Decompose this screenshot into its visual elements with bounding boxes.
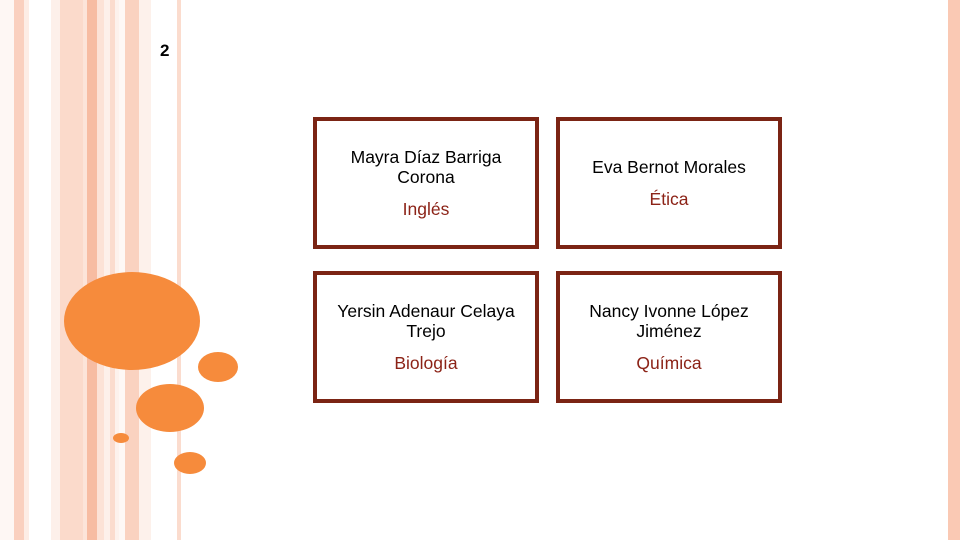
decorative-stripe-11	[115, 0, 119, 540]
teacher-subject: Biología	[394, 352, 458, 373]
decorative-stripe-3	[29, 0, 51, 540]
decorative-stripe-7	[87, 0, 97, 540]
decorative-stripe-8	[97, 0, 104, 540]
teacher-subject: Química	[636, 352, 702, 373]
teacher-name: Yersin Adenaur Celaya Trejo	[337, 300, 515, 342]
decorative-stripe-4	[51, 0, 60, 540]
slide-number: 2	[160, 41, 170, 60]
decorative-stripe-12	[119, 0, 125, 540]
decorative-stripe-1	[14, 0, 24, 540]
teacher-name: Nancy Ivonne López Jiménez	[589, 300, 749, 342]
ellipse-medium	[136, 384, 204, 432]
ellipse-bottom	[174, 452, 206, 474]
decorative-stripe-17	[948, 0, 960, 540]
teacher-name: Eva Bernot Morales	[592, 156, 746, 177]
decorative-stripe-6	[83, 0, 87, 540]
teacher-box[interactable]: Eva Bernot Morales Ética	[556, 117, 782, 249]
teacher-subject: Inglés	[402, 198, 450, 219]
decorative-stripe-10	[110, 0, 115, 540]
decorative-stripe-0	[0, 0, 14, 540]
teacher-box[interactable]: Mayra Díaz Barriga Corona Inglés	[313, 117, 539, 249]
teacher-box[interactable]: Yersin Adenaur Celaya Trejo Biología	[313, 271, 539, 403]
decorative-stripe-5	[60, 0, 83, 540]
ellipse-tiny	[113, 433, 129, 443]
decorative-stripe-13	[125, 0, 139, 540]
ellipse-small	[198, 352, 238, 382]
teacher-name: Mayra Díaz Barriga Corona	[350, 146, 502, 188]
ellipse-large	[64, 272, 200, 370]
teacher-subject: Ética	[649, 188, 689, 209]
decorative-stripe-9	[104, 0, 110, 540]
decorative-stripe-2	[24, 0, 29, 540]
decorative-stripe-15	[151, 0, 177, 540]
teacher-box[interactable]: Nancy Ivonne López Jiménez Química	[556, 271, 782, 403]
decorative-stripe-14	[139, 0, 151, 540]
